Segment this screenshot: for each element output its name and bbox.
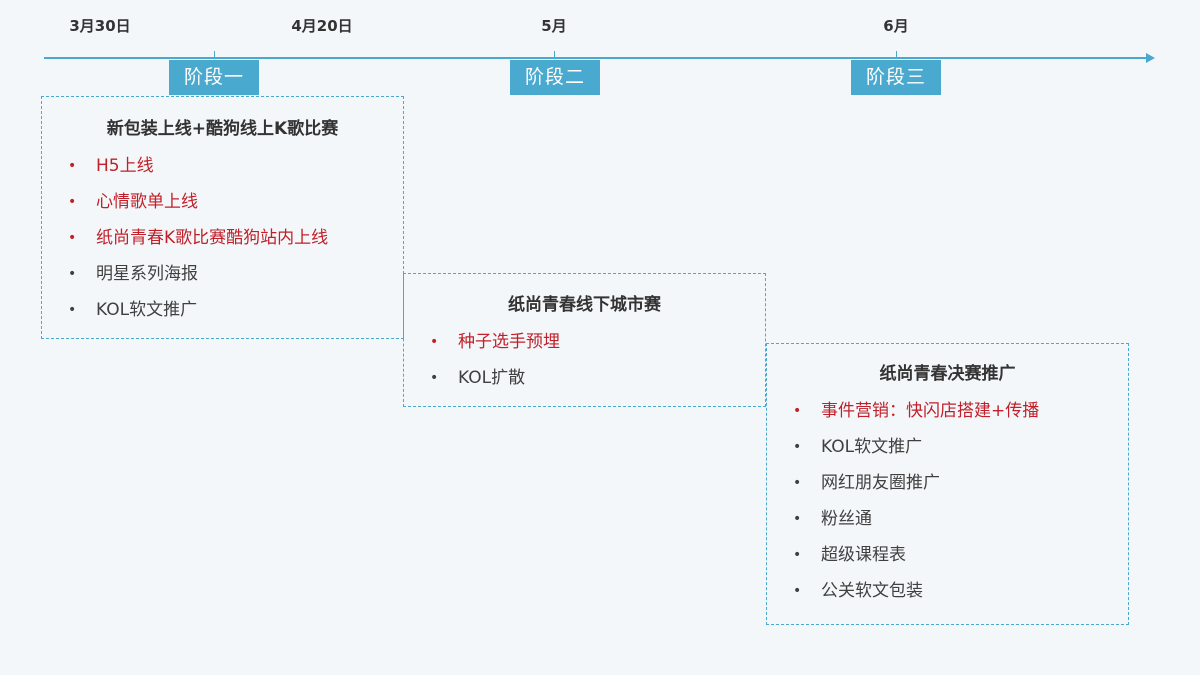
list-item: •纸尚青春K歌比赛酷狗站内上线	[68, 228, 329, 248]
list-item: •粉丝通	[793, 509, 872, 529]
phase-1-box: 新包装上线+酷狗线上K歌比赛 •H5上线 •心情歌单上线 •纸尚青春K歌比赛酷狗…	[41, 96, 404, 339]
timeline-axis	[44, 57, 1148, 59]
phase-1-title: 新包装上线+酷狗线上K歌比赛	[106, 119, 339, 139]
tick-stage-2	[554, 51, 555, 59]
stage-label-1: 阶段一	[169, 60, 259, 95]
list-item: •事件营销：快闪店搭建+传播	[793, 401, 1040, 421]
list-item: •KOL扩散	[430, 368, 526, 388]
phase-2-title: 纸尚青春线下城市赛	[508, 295, 661, 315]
list-item: •网红朋友圈推广	[793, 473, 940, 493]
tick-stage-3	[896, 51, 897, 59]
phase-3-list: •事件营销：快闪店搭建+传播 •KOL软文推广 •网红朋友圈推广 •粉丝通 •超…	[793, 393, 1039, 609]
date-label-june: 6月	[883, 17, 909, 35]
phase-2-box: 纸尚青春线下城市赛 •种子选手预埋 •KOL扩散	[403, 273, 766, 407]
phase-3-box: 纸尚青春决赛推广 •事件营销：快闪店搭建+传播 •KOL软文推广 •网红朋友圈推…	[766, 343, 1129, 625]
list-item: •心情歌单上线	[68, 192, 198, 212]
timeline-arrow-icon	[1146, 53, 1155, 63]
list-item: •KOL软文推广	[68, 300, 198, 320]
list-item: •超级课程表	[793, 545, 906, 565]
list-item: •公关软文包装	[793, 581, 923, 601]
list-item: •明星系列海报	[68, 264, 198, 284]
phase-1-list: •H5上线 •心情歌单上线 •纸尚青春K歌比赛酷狗站内上线 •明星系列海报 •K…	[68, 148, 328, 328]
phase-3-title: 纸尚青春决赛推广	[879, 364, 1016, 384]
list-item: •KOL软文推广	[793, 437, 923, 457]
phase-2-list: •种子选手预埋 •KOL扩散	[430, 324, 560, 396]
list-item: •H5上线	[68, 156, 154, 176]
tick-stage-1	[214, 51, 215, 59]
stage-label-3: 阶段三	[851, 60, 941, 95]
stage-label-2: 阶段二	[510, 60, 600, 95]
date-label-april-20: 4月20日	[291, 17, 353, 35]
list-item: •种子选手预埋	[430, 332, 560, 352]
date-label-march-30: 3月30日	[69, 17, 131, 35]
date-label-may: 5月	[541, 17, 567, 35]
